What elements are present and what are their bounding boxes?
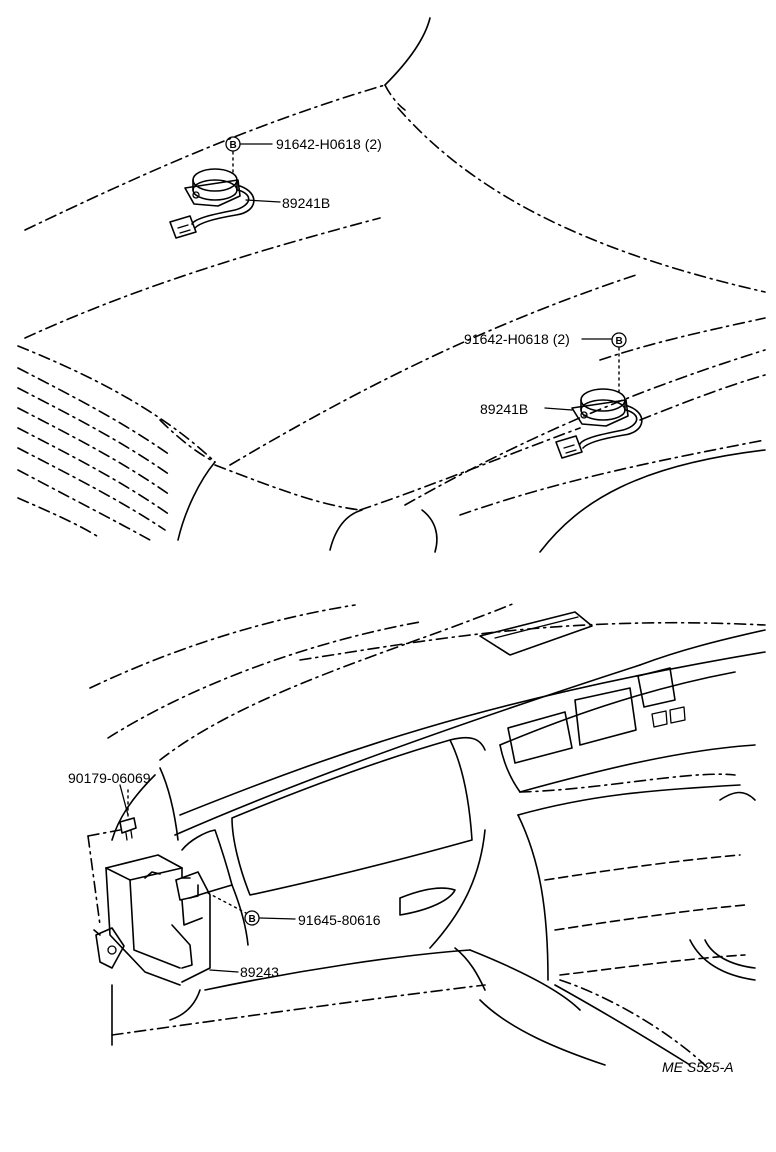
callout-clip: 90179-06069 bbox=[68, 770, 151, 786]
callout-sensor-upper: 89241B bbox=[282, 195, 330, 211]
callout-sensor-lower: 89241B bbox=[480, 401, 528, 417]
drawing-code: ME S525-A bbox=[662, 1059, 734, 1075]
hood-outline bbox=[17, 17, 766, 553]
front-grille bbox=[17, 367, 216, 541]
leader-lines-lower bbox=[119, 784, 296, 973]
sensor-upper bbox=[169, 168, 255, 239]
bolt-symbol-lower: B bbox=[616, 336, 623, 347]
callout-bolt-upper: 91642-H0618 (2) bbox=[276, 136, 382, 152]
bolt-symbol-computer: B bbox=[249, 914, 256, 925]
computer-unit bbox=[93, 854, 211, 986]
bolt-symbol-upper: B bbox=[230, 140, 237, 151]
callout-computer: 89243 bbox=[240, 964, 279, 980]
callout-bolt-computer: 91645-80616 bbox=[298, 912, 381, 928]
callout-bolt-lower: 91642-H0618 (2) bbox=[464, 331, 570, 347]
leader-lines-upper bbox=[240, 143, 612, 411]
bolt-upper: B bbox=[225, 136, 241, 176]
sensor-lower bbox=[555, 388, 643, 459]
bolt-lower: B bbox=[611, 332, 627, 397]
clip bbox=[119, 817, 137, 841]
dashboard-outline bbox=[89, 602, 766, 1071]
bolt-computer: B bbox=[207, 892, 260, 926]
